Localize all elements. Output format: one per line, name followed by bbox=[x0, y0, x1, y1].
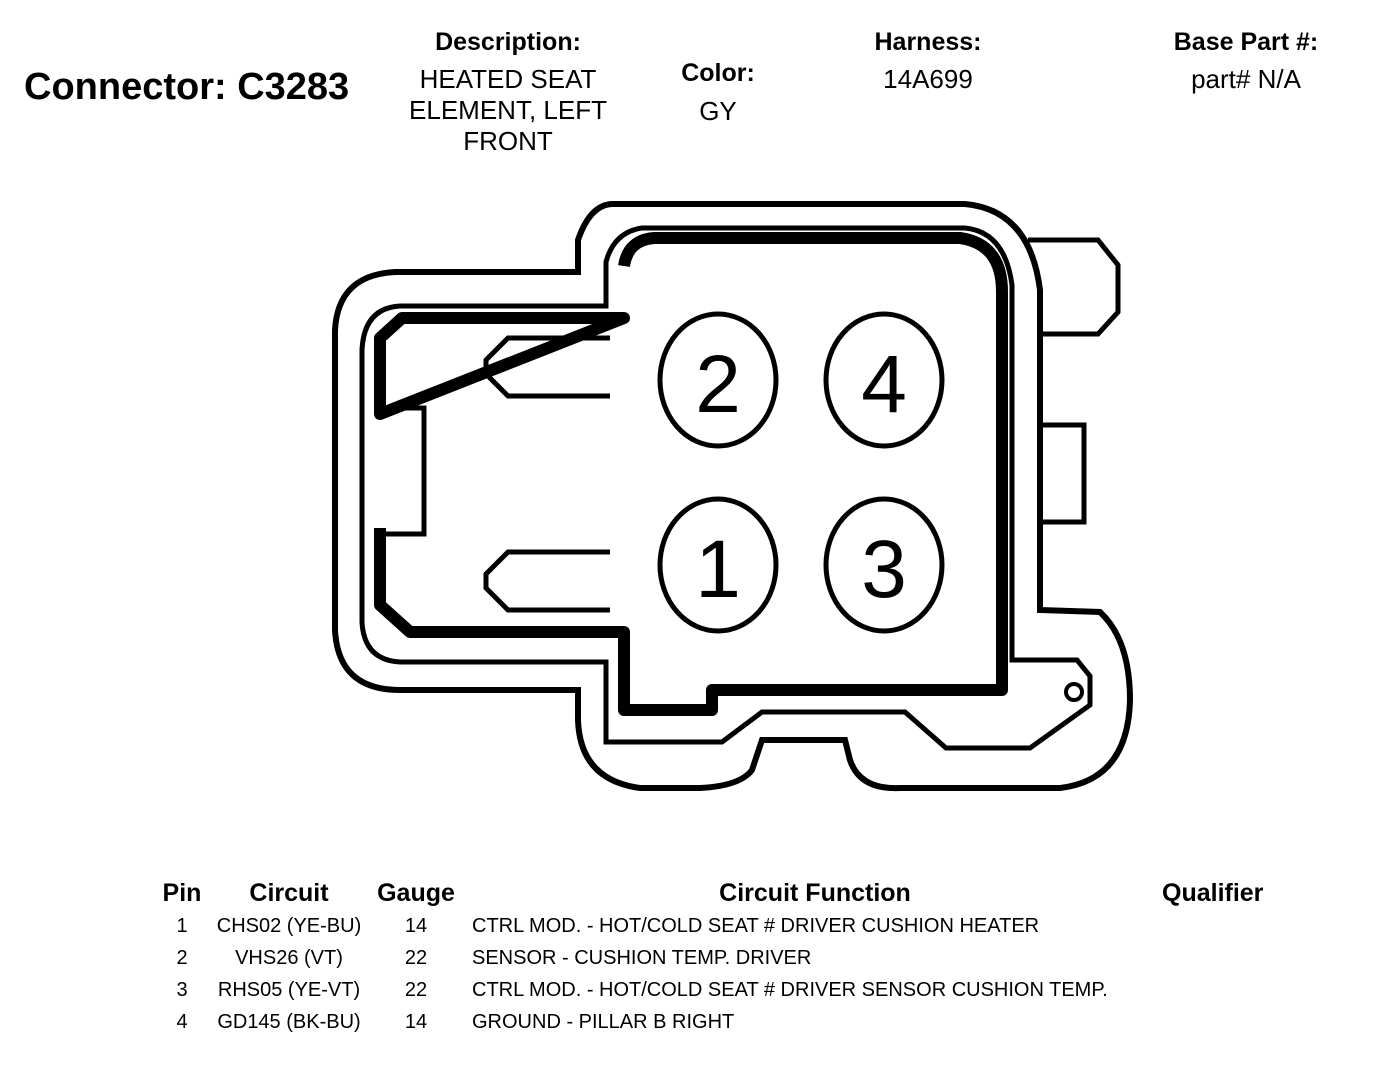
cell-gauge: 22 bbox=[404, 978, 428, 1001]
header-pin: Pin bbox=[162, 878, 202, 907]
cell-circuit: RHS05 (YE-VT) bbox=[217, 978, 361, 1001]
cell-circuit: CHS02 (YE-BU) bbox=[216, 914, 362, 937]
pin-label-4: 4 bbox=[861, 339, 907, 430]
latch-tab-middle bbox=[1038, 422, 1087, 525]
base-part-value: part# N/A bbox=[1191, 64, 1301, 94]
cell-circuit-function: GROUND - PILLAR B RIGHT bbox=[472, 1010, 735, 1033]
cell-circuit: GD145 (BK-BU) bbox=[217, 1010, 361, 1033]
polarization-mark bbox=[1064, 682, 1084, 702]
cell-qualifier bbox=[1162, 910, 1263, 942]
pin-label-2: 2 bbox=[695, 339, 741, 430]
header-circuit-function: Circuit Function bbox=[719, 878, 911, 907]
keyway-notch-top bbox=[483, 335, 610, 399]
pin-cavity-4 bbox=[823, 311, 945, 449]
cell-circuit-function: CTRL MOD. - HOT/COLD SEAT # DRIVER CUSHI… bbox=[472, 914, 1040, 937]
cell-qualifier bbox=[1162, 1006, 1263, 1038]
cell-circuit-function: CTRL MOD. - HOT/COLD SEAT # DRIVER SENSO… bbox=[472, 978, 1108, 1001]
cell-pin: 4 bbox=[176, 1010, 188, 1033]
cell-pin: 2 bbox=[176, 946, 188, 969]
header-gauge: Gauge bbox=[377, 878, 455, 907]
color-value: GY bbox=[699, 96, 737, 126]
pin-table: Pin Circuit Gauge Circuit Function Quali… bbox=[150, 876, 1264, 1038]
cell-circuit: VHS26 (VT) bbox=[235, 946, 343, 969]
pin-table-header: Pin Circuit Gauge Circuit Function Quali… bbox=[150, 876, 1264, 910]
harness-label: Harness: bbox=[874, 28, 982, 56]
pin-cavity-1 bbox=[657, 496, 779, 634]
cell-pin: 3 bbox=[176, 978, 188, 1001]
pin-cavity-3 bbox=[823, 496, 945, 634]
description-value: HEATED SEAT ELEMENT, LEFT FRONT bbox=[409, 64, 607, 156]
harness-value: 14A699 bbox=[883, 64, 973, 94]
cell-circuit-function: SENSOR - CUSHION TEMP. DRIVER bbox=[472, 946, 812, 969]
connector-face-diagram: 2 4 1 3 bbox=[332, 201, 1134, 792]
cell-gauge: 14 bbox=[404, 914, 428, 937]
connector-inner-outline bbox=[359, 225, 1093, 751]
header-circuit: Circuit bbox=[249, 878, 329, 907]
table-row: 3 RHS05 (YE-VT) 22 CTRL MOD. - HOT/COLD … bbox=[150, 974, 1263, 1006]
connector-thick-wall bbox=[374, 232, 1008, 716]
latch-tab-top bbox=[1028, 237, 1121, 337]
cell-gauge: 14 bbox=[404, 1010, 428, 1033]
pin-cavity-2 bbox=[657, 311, 779, 449]
pin-label-1: 1 bbox=[695, 524, 741, 615]
table-row: 1 CHS02 (YE-BU) 14 CTRL MOD. - HOT/COLD … bbox=[150, 910, 1263, 942]
cell-qualifier bbox=[1162, 974, 1263, 1006]
cell-gauge: 22 bbox=[404, 946, 428, 969]
cell-qualifier bbox=[1162, 942, 1263, 974]
keyway-notch-bottom bbox=[483, 549, 610, 613]
cell-pin: 1 bbox=[176, 914, 188, 937]
connector-housing-outline bbox=[332, 201, 1134, 792]
base-part-label: Base Part #: bbox=[1173, 28, 1319, 56]
color-label: Color: bbox=[681, 59, 755, 87]
pin-label-3: 3 bbox=[861, 524, 907, 615]
connector-title: Connector: C3283 bbox=[24, 66, 350, 108]
key-slot-left bbox=[382, 405, 427, 537]
table-row: 4 GD145 (BK-BU) 14 GROUND - PILLAR B RIG… bbox=[150, 1006, 1263, 1038]
description-label: Description: bbox=[435, 28, 581, 56]
table-row: 2 VHS26 (VT) 22 SENSOR - CUSHION TEMP. D… bbox=[150, 942, 1263, 974]
header-qualifier: Qualifier bbox=[1162, 878, 1264, 907]
